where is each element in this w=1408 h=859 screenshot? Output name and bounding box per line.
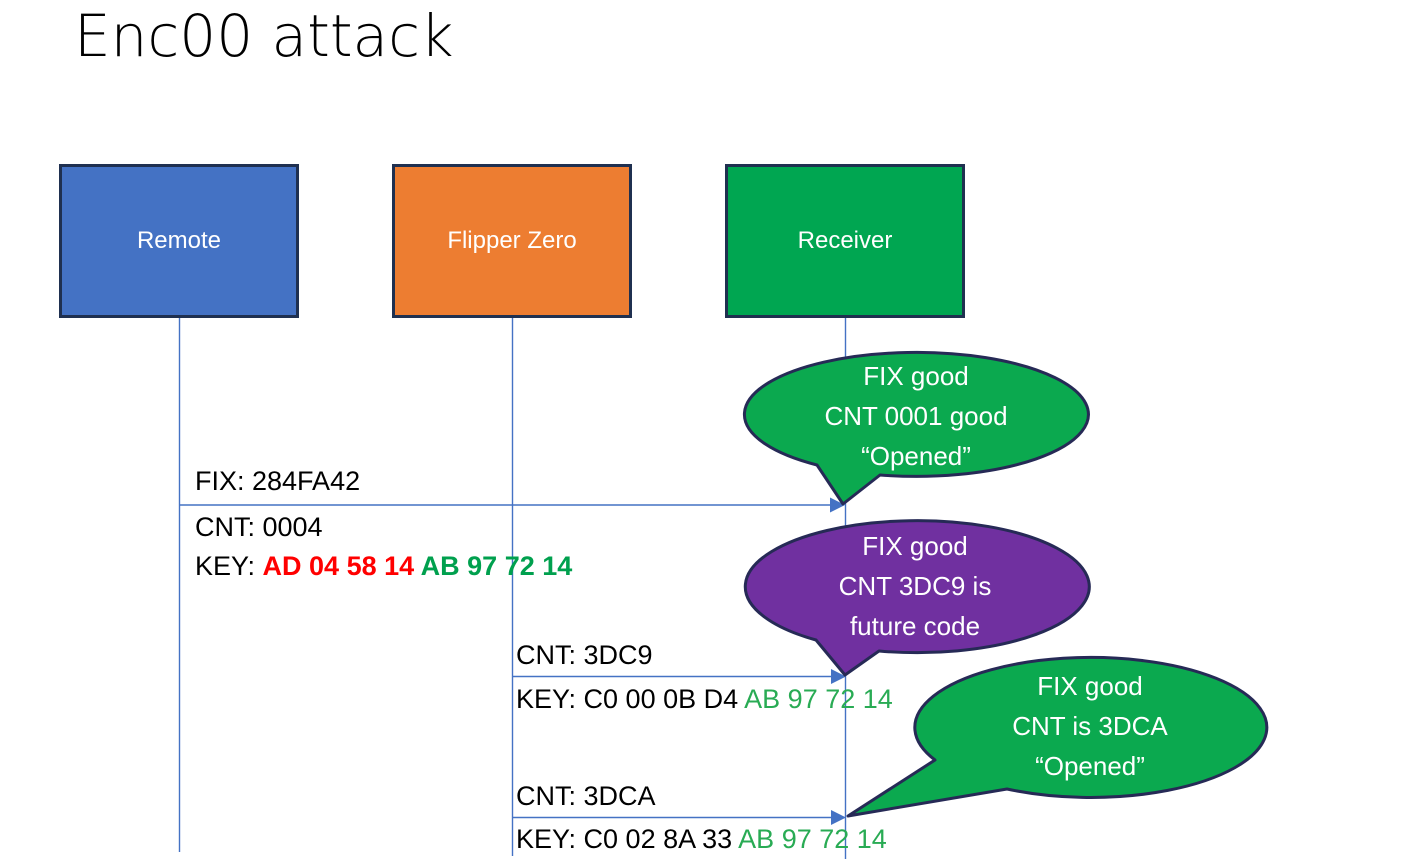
callout-2-line-3: future code [849,611,981,641]
callout-3-line-3: “Opened” [1035,751,1145,781]
callout-1-text: FIX good CNT 0001 good “Opened” [756,356,1076,476]
message-3-cnt-label: CNT: 3DCA [516,781,656,811]
arrowhead-1 [830,497,845,513]
callout-2-line-1: FIX good [862,531,968,561]
message-1-fix-text: FIX: 284FA42 [195,466,361,496]
actor-label-receiver: Receiver [797,227,893,254]
callout-3-line-2: CNT is 3DCA [1012,711,1168,741]
actor-label-remote: Remote [136,227,222,254]
callout-2-text: FIX good CNT 3DC9 is future code [755,526,1075,646]
message-1-key-prefix: KEY: [195,551,263,581]
message-3-cnt-text: CNT: 3DCA [516,781,656,811]
message-2-key-prefix: KEY: C0 00 0B D4 [516,684,745,714]
callout-balloon-2 [743,519,1091,677]
callout-balloon-1 [742,350,1090,506]
callout-3-text: FIX good CNT is 3DCA “Opened” [930,666,1250,786]
callout-1-line-1: FIX good [863,361,969,391]
message-2-key-label: KEY: C0 00 0B D4 AB 97 72 14 [516,684,893,714]
message-3-key-green-bytes: AB 97 72 14 [738,824,887,854]
message-1-fix-label: FIX: 284FA42 [195,466,360,496]
slide-title: Enc00 attack [74,2,454,70]
message-1-key-green-bytes: AB 97 72 14 [420,551,573,581]
message-2-cnt-text: CNT: 3DC9 [516,640,653,670]
arrowhead-3 [831,810,846,825]
actor-label-flipper-zero: Flipper Zero [447,227,577,254]
message-arrow-3 [512,810,846,825]
callout-1-line-2: CNT 0001 good [824,401,1008,431]
callout-1-line-3: “Opened” [861,441,971,471]
actor-box-remote: Remote [59,164,299,318]
message-1-cnt-text: CNT: 0004 [195,512,323,542]
callout-3-line-1: FIX good [1037,671,1143,701]
callout-2-line-2: CNT 3DC9 is [838,571,992,601]
message-arrow-1 [179,497,845,513]
actor-box-receiver: Receiver [725,164,965,318]
callout-balloon-3 [846,655,1269,818]
message-2-key-green-bytes: AB 97 72 14 [744,684,893,714]
message-1-cnt-label: CNT: 0004 [195,512,323,542]
message-3-key-prefix: KEY: C0 02 8A 33 [516,824,739,854]
message-1-key-red-bytes: AD 04 58 14 [262,551,421,581]
message-3-key-label: KEY: C0 02 8A 33 AB 97 72 14 [516,824,887,854]
arrowhead-2 [831,669,846,684]
message-arrow-2 [512,669,846,684]
message-1-key-label: KEY: AD 04 58 14 AB 97 72 14 [195,551,572,581]
actor-box-flipper-zero: Flipper Zero [392,164,632,318]
message-2-cnt-label: CNT: 3DC9 [516,640,653,670]
